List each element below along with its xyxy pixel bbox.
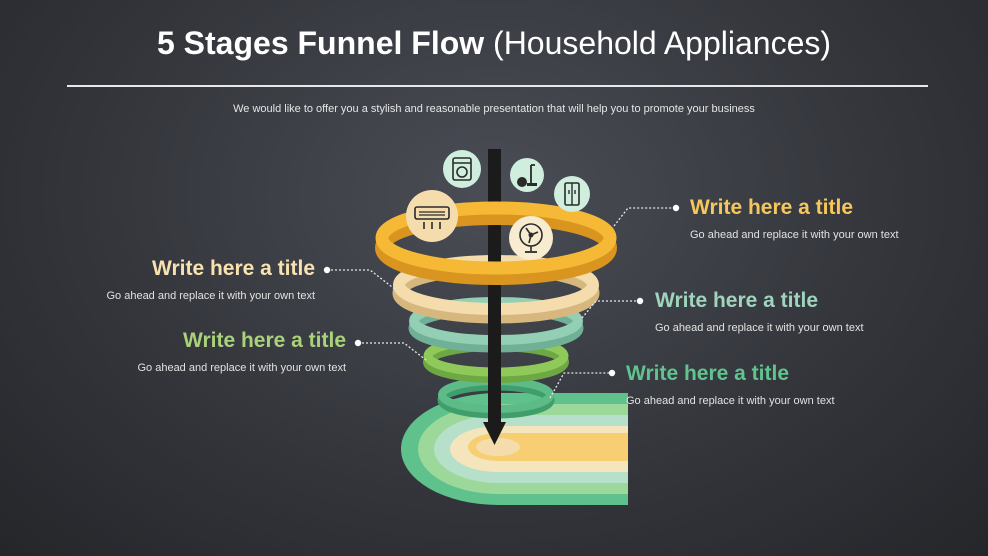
stage-3-desc: Go ahead and replace it with your own te… <box>655 322 864 334</box>
stage-5-label: Write here a title Go ahead and replace … <box>626 361 835 409</box>
flow-arrow-head <box>483 422 506 445</box>
stage-2-title: Write here a title <box>152 257 315 280</box>
title-divider <box>67 85 928 87</box>
connectors <box>327 207 676 399</box>
air-conditioner-icon <box>406 190 458 242</box>
stage-1-desc: Go ahead and replace it with your own te… <box>690 229 899 241</box>
ring-stage-1 <box>375 201 617 285</box>
stage-1-label: Write here a title Go ahead and replace … <box>690 195 899 243</box>
stage-4-label: Write here a title Go ahead and replace … <box>137 328 346 376</box>
connector-dots <box>323 204 680 377</box>
title-main: 5 Stages Funnel Flow <box>156 25 485 61</box>
base-center <box>476 438 520 456</box>
stage-3-title: Write here a title <box>655 289 818 312</box>
stage-4-desc: Go ahead and replace it with your own te… <box>137 362 346 374</box>
page-title: 5 Stages Funnel Flow (Household Applianc… <box>0 22 988 64</box>
connector-stage-1 <box>613 207 676 227</box>
fan-icon <box>509 216 553 260</box>
stage-5-title: Write here a title <box>626 362 789 385</box>
stage-2-label: Write here a title Go ahead and replace … <box>106 256 315 304</box>
washing-machine-icon <box>443 150 481 188</box>
flow-arrow-shaft <box>488 149 501 427</box>
stage-4-title: Write here a title <box>183 329 346 352</box>
page-subtitle: We would like to offer you a stylish and… <box>233 103 755 115</box>
refrigerator-icon <box>554 176 590 212</box>
stage-5-desc: Go ahead and replace it with your own te… <box>626 395 835 407</box>
stage-2-desc: Go ahead and replace it with your own te… <box>106 290 315 302</box>
title-qualifier: (Household Appliances) <box>493 25 832 61</box>
connector-stage-5 <box>549 372 612 399</box>
vacuum-cleaner-icon <box>510 158 544 192</box>
connector-stage-4 <box>358 342 427 361</box>
connector-stage-2 <box>327 269 397 291</box>
stage-3-label: Write here a title Go ahead and replace … <box>655 288 864 336</box>
stage-1-title: Write here a title <box>690 196 853 219</box>
